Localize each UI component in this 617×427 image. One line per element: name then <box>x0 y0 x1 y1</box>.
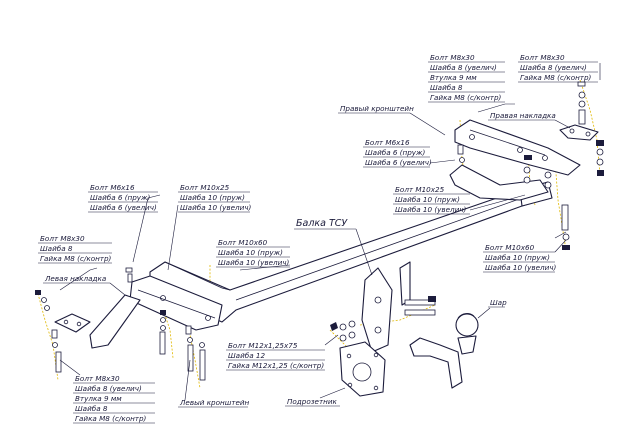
label-washer-8: Шайба 8 <box>75 404 108 413</box>
callout-m8-left-bottom: Болт М8х30 Шайба 8 (увелич) Втулка 9 мм … <box>73 374 155 424</box>
tow-ball <box>409 313 479 389</box>
label-washer-10-large: Шайба 10 (увелич) <box>218 258 290 267</box>
label-washer-10-spring: Шайба 10 (пруж) <box>180 193 245 202</box>
label-left-plate: Левая накладка <box>44 274 106 283</box>
label-bolt-m10x25: Болт М10х25 <box>180 183 230 192</box>
label-washer-8: Шайба 8 <box>40 244 73 253</box>
label-bolt-m8x30: Болт М8х30 <box>40 234 85 243</box>
label-washer-6-large: Шайба 6 (увелич) <box>365 158 432 167</box>
fasteners <box>35 81 604 381</box>
callout-m6-right: Болт М6х16 Шайба 6 (пруж) Шайба 6 (увели… <box>363 138 432 168</box>
ball-mount-flange <box>361 261 411 353</box>
callout-m10x25-right: Болт М10х25 Шайба 10 (пруж) Шайба 10 (ув… <box>393 185 470 215</box>
left-plate <box>54 313 91 333</box>
callout-m8-left-top: Болт М8х30 Шайба 8 Гайка М8 (с/контр) <box>38 234 112 264</box>
label-bolt-m10x25: Болт М10х25 <box>395 185 445 194</box>
label-nut-m12: Гайка М12х1,25 (с/контр) <box>228 361 324 370</box>
label-washer-8: Шайба 8 <box>430 83 463 92</box>
label-washer-10-large: Шайба 10 (увелич) <box>485 263 557 272</box>
label-nut-m8: Гайка М8 (с/контр) <box>40 254 112 263</box>
callout-m10x25-left: Болт М10х25 Шайба 10 (пруж) Шайба 10 (ув… <box>178 183 252 213</box>
label-bolt-m10x60: Болт М10х60 <box>485 243 535 252</box>
callout-top-right-far: Болт М8х30 Шайба 8 (увелич) Гайка М8 (с/… <box>518 53 598 83</box>
leader-lines <box>59 63 601 401</box>
label-bolt-m6x16: Болт М6х16 <box>90 183 135 192</box>
callout-top-right-near: Болт М8х30 Шайба 8 (увелич) Втулка 9 мм … <box>428 53 505 103</box>
callout-m6-left: Болт М6х16 Шайба 6 (пруж) Шайба 6 (увели… <box>88 183 158 213</box>
label-washer-8-large: Шайба 8 (увелич) <box>430 63 497 72</box>
label-washer-8-large: Шайба 8 (увелич) <box>75 384 142 393</box>
callout-m10x60-right: Болт М10х60 Шайба 10 (пруж) Шайба 10 (ув… <box>483 243 557 273</box>
label-washer-8-large: Шайба 8 (увелич) <box>520 63 587 72</box>
label-washer-6-spring: Шайба 6 (пруж) <box>365 148 426 157</box>
label-bolt-m12: Болт М12х1,25х75 <box>228 341 298 350</box>
callout-m12: Болт М12х1,25х75 Шайба 12 Гайка М12х1,25… <box>226 341 325 371</box>
left-bracket <box>89 275 223 349</box>
label-nut-m8: Гайка М8 (с/контр) <box>520 73 592 82</box>
label-nut-m8: Гайка М8 (с/контр) <box>75 414 147 423</box>
label-bushing-9mm: Втулка 9 мм <box>75 394 122 403</box>
label-bolt-m10x60: Болт М10х60 <box>218 238 268 247</box>
label-washer-12: Шайба 12 <box>228 351 265 360</box>
right-bracket <box>449 119 581 201</box>
label-washer-6-large: Шайба 6 (увелич) <box>90 203 157 212</box>
callout-m10x60-center: Болт М10х60 Шайба 10 (пруж) Шайба 10 (ув… <box>216 238 290 268</box>
label-right-bracket: Правый кронштейн <box>340 104 414 113</box>
label-washer-10-spring: Шайба 10 (пруж) <box>218 248 283 257</box>
label-washer-10-spring: Шайба 10 (пруж) <box>395 195 460 204</box>
label-socket-plate: Подрозетник <box>287 397 338 406</box>
label-bolt-m8x30: Болт М8х30 <box>75 374 120 383</box>
label-washer-10-spring: Шайба 10 (пруж) <box>485 253 550 262</box>
label-tow-beam: Балка ТСУ <box>296 218 348 229</box>
label-left-bracket: Левый кронштейн <box>179 398 250 407</box>
assembly-lines <box>36 79 601 389</box>
label-bolt-m8x30: Болт М8х30 <box>430 53 475 62</box>
label-washer-10-large: Шайба 10 (увелич) <box>180 203 252 212</box>
label-bushing-9mm: Втулка 9 мм <box>430 73 477 82</box>
label-tow-ball: Шар <box>490 298 507 307</box>
right-plate <box>559 124 599 141</box>
socket-plate <box>339 341 386 397</box>
label-nut-m8: Гайка М8 (с/контр) <box>430 93 502 102</box>
label-bolt-m6x16: Болт М6х16 <box>365 138 410 147</box>
label-bolt-m8x30: Болт М8х30 <box>520 53 565 62</box>
label-right-plate: Правая накладка <box>490 111 556 120</box>
label-washer-10-large: Шайба 10 (увелич) <box>395 205 467 214</box>
label-washer-6-spring: Шайба 6 (пруж) <box>90 193 151 202</box>
